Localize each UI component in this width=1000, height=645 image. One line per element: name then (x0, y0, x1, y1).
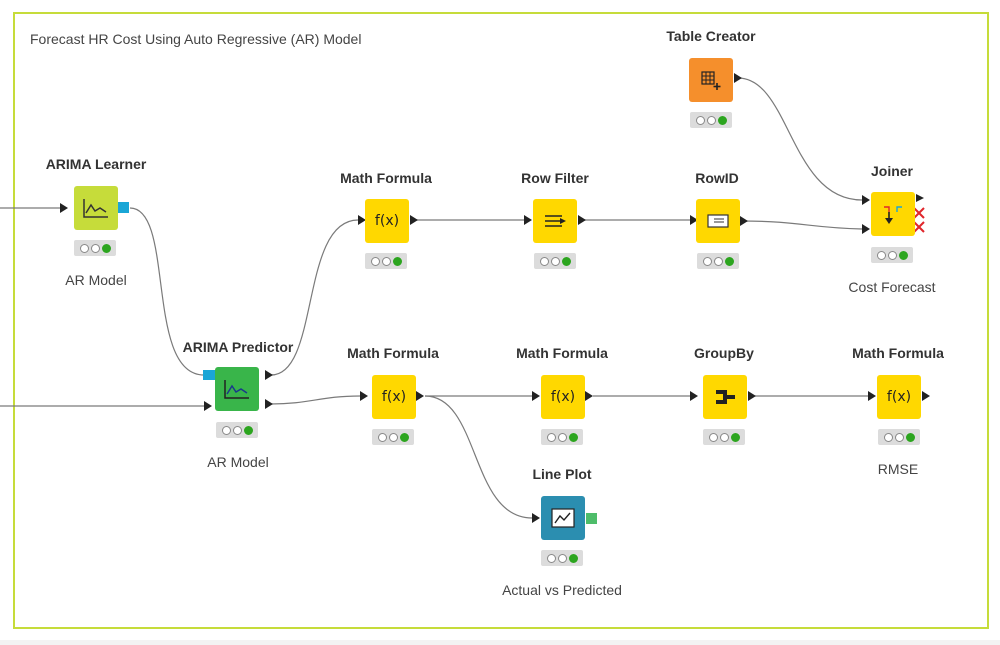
table-plus-icon (701, 71, 721, 90)
node-status-line-plot (541, 550, 583, 566)
connection-arrow (862, 224, 870, 234)
node-groupby[interactable] (703, 375, 747, 419)
model-input-port[interactable] (203, 370, 215, 380)
node-status-joiner (871, 247, 913, 263)
node-title-math-formula-1[interactable]: Math Formula (340, 170, 432, 186)
connection-arrow (690, 391, 698, 401)
node-joiner[interactable] (871, 192, 915, 236)
connection-arrow (360, 391, 368, 401)
node-status-row-filter (534, 253, 576, 269)
output-port-arrow[interactable] (734, 73, 742, 83)
node-status-table-creator (690, 112, 732, 128)
chart-icon (83, 199, 108, 218)
node-title-row-filter[interactable]: Row Filter (521, 170, 589, 186)
node-title-groupby[interactable]: GroupBy (694, 345, 754, 361)
output-port-arrow[interactable] (922, 391, 930, 401)
output-port-arrow[interactable] (585, 391, 593, 401)
connection-arrow (532, 513, 540, 523)
line-plot-icon (551, 508, 575, 528)
node-title-line-plot[interactable]: Line Plot (532, 466, 592, 482)
workflow-annotation[interactable]: Forecast HR Cost Using Auto Regressive (… (30, 31, 362, 47)
formula-icon: f(x) (381, 389, 407, 405)
join-icon (884, 206, 902, 224)
connection-arrow (358, 215, 366, 225)
node-label-arima-learner[interactable]: AR Model (65, 272, 127, 288)
output-port-arrow[interactable] (265, 370, 273, 380)
connection[interactable] (424, 395, 533, 519)
node-status-groupby (703, 429, 745, 445)
groupby-icon (716, 390, 735, 404)
node-status-math-formula-3 (541, 429, 583, 445)
node-title-table-creator[interactable]: Table Creator (666, 28, 756, 44)
node-label-line-plot[interactable]: Actual vs Predicted (502, 582, 622, 598)
node-title-arima-learner[interactable]: ARIMA Learner (45, 156, 147, 172)
node-status-math-formula-4 (878, 429, 920, 445)
output-port-arrow[interactable] (410, 215, 418, 225)
connection[interactable] (737, 77, 863, 201)
node-label-math-formula-4[interactable]: RMSE (877, 461, 919, 477)
formula-icon: f(x) (550, 389, 576, 405)
workflow-canvas[interactable] (13, 12, 989, 629)
connection-arrow (862, 195, 870, 205)
node-math-formula-3[interactable]: f(x) (541, 375, 585, 419)
node-line-plot[interactable] (541, 496, 585, 540)
connection[interactable] (270, 219, 359, 376)
node-title-math-formula-2[interactable]: Math Formula (347, 345, 439, 361)
bottom-strip (0, 640, 1000, 645)
node-rowid[interactable] (696, 199, 740, 243)
node-arima-predictor[interactable] (215, 367, 259, 411)
connection-arrow (690, 215, 698, 225)
node-label-joiner[interactable]: Cost Forecast (848, 279, 936, 295)
node-math-formula-2[interactable]: f(x) (372, 375, 416, 419)
output-port-arrow[interactable] (265, 399, 273, 409)
node-title-rowid[interactable]: RowID (695, 170, 739, 186)
chart-icon (224, 380, 249, 399)
output-port-arrow[interactable] (748, 391, 756, 401)
node-row-filter[interactable] (533, 199, 577, 243)
connection[interactable] (270, 395, 361, 405)
node-title-math-formula-4[interactable]: Math Formula (852, 345, 944, 361)
node-status-math-formula-1 (365, 253, 407, 269)
node-title-math-formula-3[interactable]: Math Formula (516, 345, 608, 361)
node-math-formula-1[interactable]: f(x) (365, 199, 409, 243)
node-title-joiner[interactable]: Joiner (870, 163, 913, 179)
node-status-rowid (697, 253, 739, 269)
node-title-arima-predictor[interactable]: ARIMA Predictor (182, 339, 294, 355)
node-math-formula-4[interactable]: f(x) (877, 375, 921, 419)
formula-icon: f(x) (886, 389, 912, 405)
image-output-port[interactable] (586, 513, 597, 524)
connection[interactable] (739, 220, 863, 230)
node-arima-learner[interactable] (74, 186, 118, 230)
connection-arrow (868, 391, 876, 401)
connection-arrow (204, 401, 212, 411)
node-status-arima-learner (74, 240, 116, 256)
connection-arrow (524, 215, 532, 225)
connection[interactable] (129, 207, 205, 376)
output-port-arrow[interactable] (916, 194, 924, 202)
filter-icon (545, 215, 566, 227)
output-port-arrow[interactable] (740, 216, 748, 226)
formula-icon: f(x) (374, 213, 400, 229)
connection-arrow (532, 391, 540, 401)
rowid-icon (707, 214, 729, 228)
node-table-creator[interactable] (689, 58, 733, 102)
connection-arrow (60, 203, 68, 213)
node-status-math-formula-2 (372, 429, 414, 445)
output-port-arrow[interactable] (416, 391, 424, 401)
output-port-arrow[interactable] (578, 215, 586, 225)
model-output-port[interactable] (118, 202, 129, 213)
node-label-arima-predictor[interactable]: AR Model (207, 454, 269, 470)
node-status-arima-predictor (216, 422, 258, 438)
